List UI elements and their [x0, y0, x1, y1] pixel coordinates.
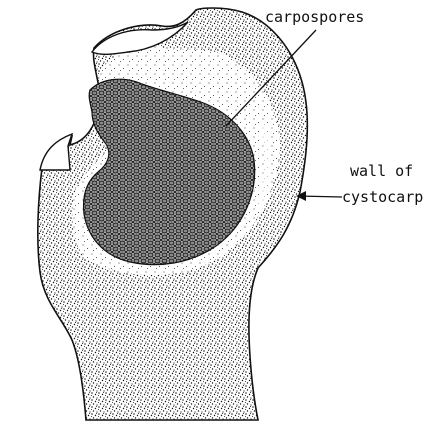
- label-wall-of: wall of: [350, 162, 413, 180]
- label-carpospores: carpospores: [265, 8, 364, 26]
- left-lobe-cut: [40, 134, 72, 170]
- label-cystocarp: cystocarp: [342, 188, 423, 206]
